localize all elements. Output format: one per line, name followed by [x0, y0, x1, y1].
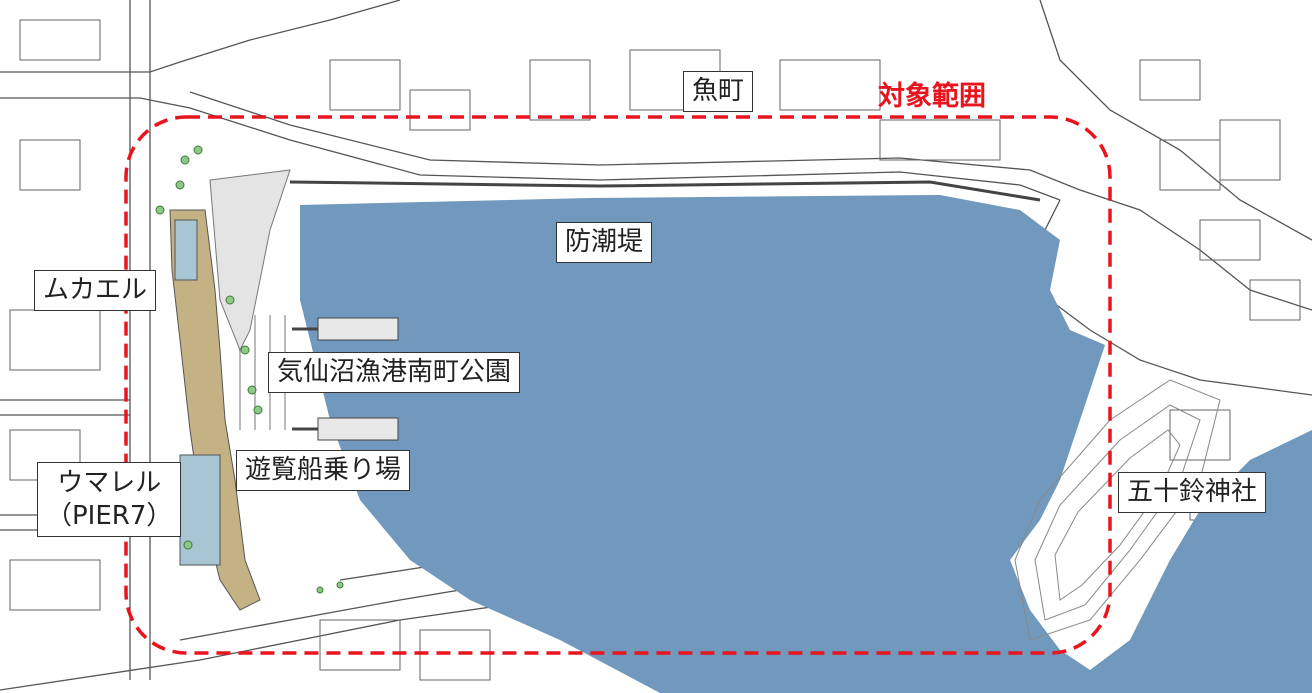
label-mukaeru: ムカエル: [34, 270, 157, 312]
label-pier: 遊覧船乗り場: [236, 450, 411, 492]
label-umareru-line1: ウマレル: [57, 468, 162, 498]
terrace-steps: [209, 169, 291, 352]
harbor-water: [300, 195, 1312, 693]
floating-pier-1: [317, 317, 399, 341]
label-minamimachi-park: 気仙沼漁港南町公園: [268, 352, 521, 394]
seawall-line: [289, 180, 1041, 202]
target-area-boundary: [124, 115, 1112, 655]
label-umareru-line2: （PIER7）: [46, 500, 173, 531]
target-area-title: 対象範囲: [878, 81, 986, 112]
pier-deck: [169, 209, 261, 611]
label-seawall: 防潮堤: [556, 222, 653, 264]
floating-pier-2: [317, 417, 399, 441]
mukaeru-building: [174, 219, 198, 281]
label-uoumachi: 魚町: [683, 71, 754, 113]
label-isuzu-shrine: 五十鈴神社: [1118, 472, 1267, 514]
shrine-island-contours: [1014, 379, 1221, 641]
label-umareru: ウマレル （PIER7）: [37, 462, 182, 537]
trees: [155, 145, 344, 594]
